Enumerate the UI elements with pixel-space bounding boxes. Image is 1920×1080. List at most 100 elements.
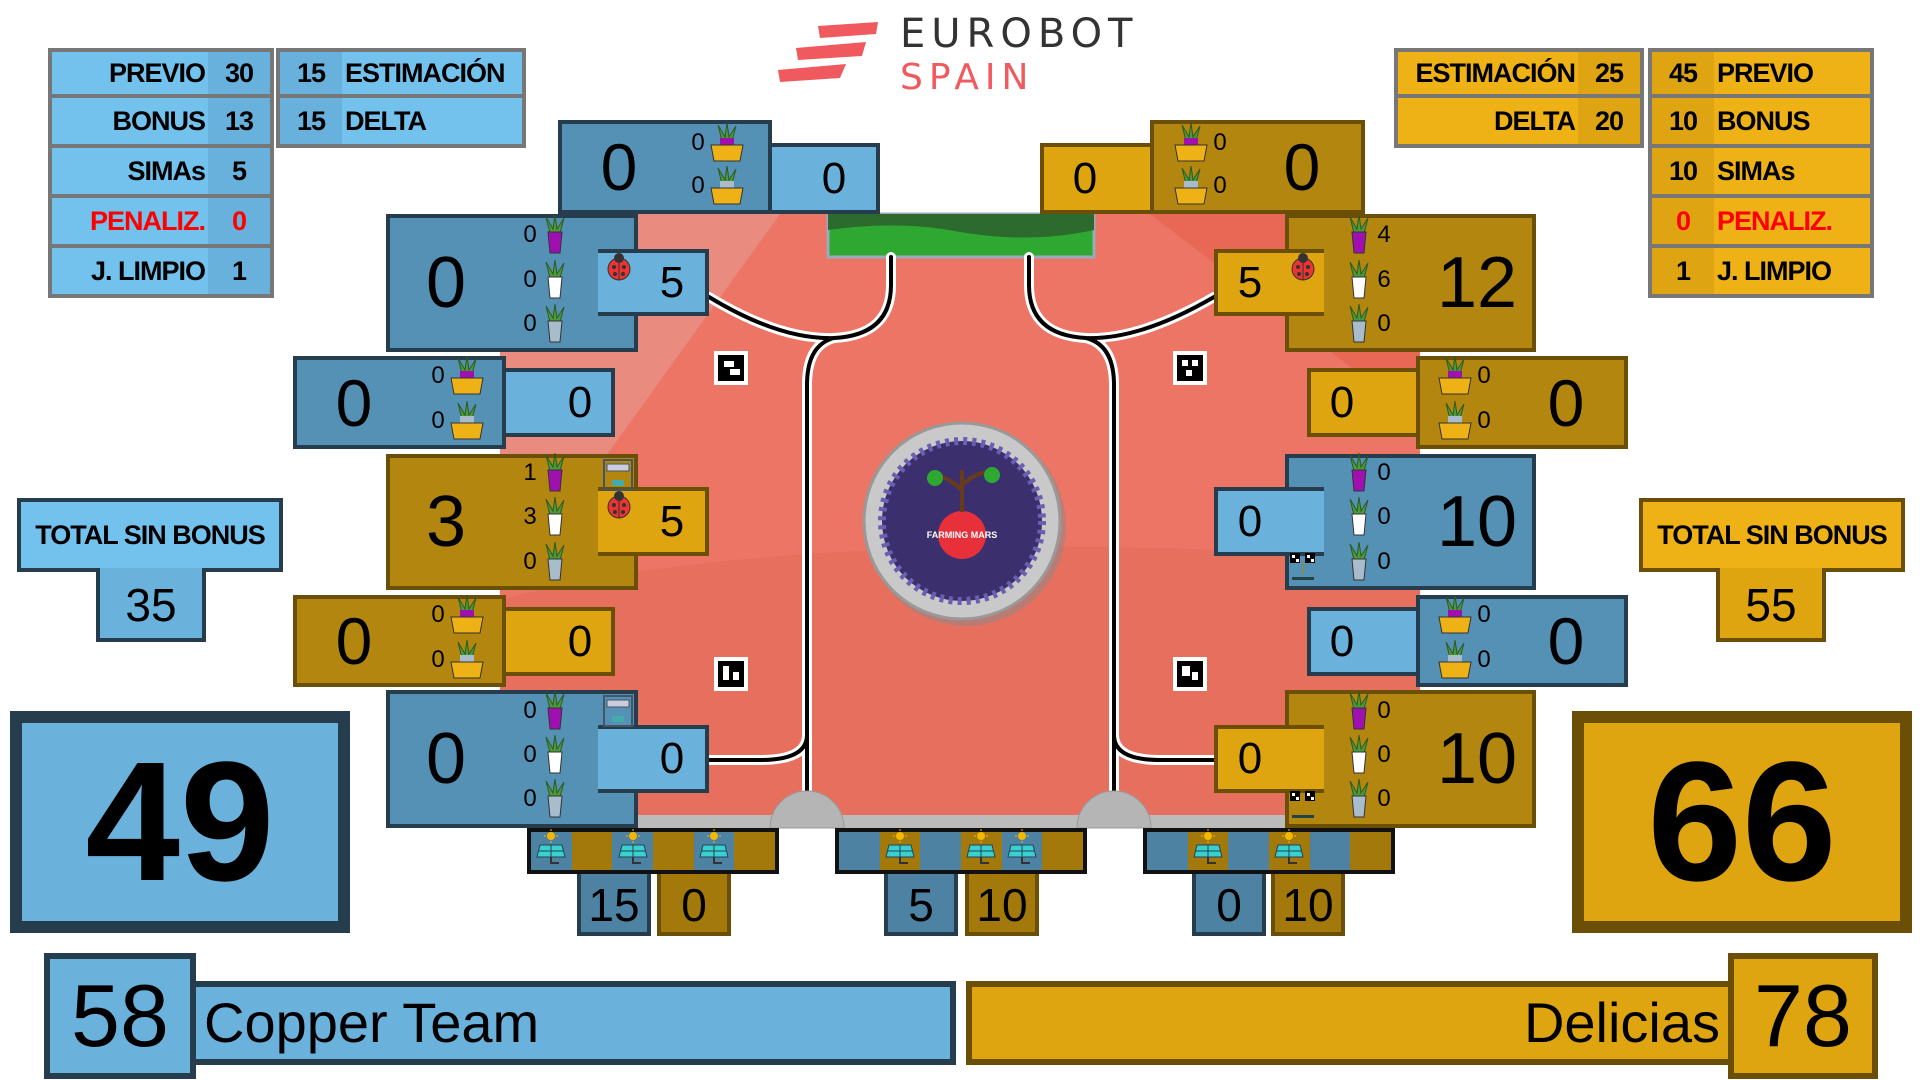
score-box	[1572, 711, 1912, 933]
pot-grey-icon	[1346, 541, 1372, 587]
zone-main-score: 0	[1283, 130, 1321, 204]
stat-label: SIMAs	[127, 155, 206, 186]
solar-score: 5	[908, 879, 934, 931]
solar-cell[interactable]	[734, 832, 776, 870]
solar-cell[interactable]	[1309, 832, 1351, 870]
item-count: 0	[523, 221, 537, 248]
planter-grey-icon	[1174, 165, 1208, 211]
stat-value: 15	[280, 52, 342, 94]
zone-main-score: 3	[425, 482, 467, 562]
solar-cell[interactable]	[693, 828, 735, 870]
stat-label: DELTA	[345, 105, 427, 136]
zone-main-score: 0	[1547, 365, 1585, 440]
solar-cell[interactable]	[1147, 832, 1188, 870]
total-sin-bonus-box	[96, 568, 206, 642]
zone-main-panel	[386, 214, 638, 352]
stat-value: 25	[1578, 52, 1640, 94]
pot-white-icon	[1346, 496, 1372, 542]
planter-mixed-icon	[710, 122, 744, 168]
solar-cell[interactable]	[1228, 832, 1270, 870]
finish-icon	[1286, 550, 1320, 589]
dome-left	[769, 790, 845, 829]
solar-score-box	[965, 874, 1039, 936]
zone-main-score: 10	[1436, 482, 1518, 562]
solar-cell[interactable]	[961, 828, 1002, 870]
stat-label: DELTA	[1494, 105, 1576, 136]
item-count: 0	[1377, 310, 1391, 337]
solar-score-box	[1192, 874, 1266, 936]
zone-main-panel	[1285, 454, 1536, 590]
stat-value: 45	[1652, 52, 1714, 94]
zone-side-panel	[506, 368, 615, 437]
solar-panel-icon	[884, 828, 916, 874]
solar-panel-group	[527, 828, 779, 874]
solar-panel-group	[1143, 828, 1395, 874]
solar-cell[interactable]	[653, 832, 694, 870]
item-count: 0	[1377, 459, 1391, 486]
team-name-bar	[966, 981, 1730, 1065]
total-sin-bonus-box	[1716, 568, 1826, 642]
stat-value: 0	[208, 198, 270, 244]
solar-cell[interactable]	[531, 828, 572, 870]
solar-cell[interactable]	[920, 832, 962, 870]
ladybug-icon	[1288, 252, 1318, 287]
solar-cell[interactable]	[612, 828, 654, 870]
item-count: 0	[523, 785, 537, 812]
item-count: 1	[523, 459, 537, 486]
aruco-marker	[714, 351, 748, 385]
planter-mixed-icon	[1438, 355, 1472, 401]
pot-grey-icon	[542, 303, 568, 349]
item-count: 0	[691, 129, 705, 156]
item-count: 0	[1377, 548, 1391, 575]
solar-score: 10	[1282, 879, 1334, 931]
zone-main-panel	[386, 690, 638, 828]
pot-white-icon	[542, 734, 568, 780]
logo-text-spain: SPAIN	[900, 57, 1035, 98]
stat-label: SIMAs	[1717, 155, 1796, 186]
zone-side-score: 0	[821, 153, 847, 203]
solar-cell[interactable]	[839, 832, 880, 870]
stat-label: PREVIO	[1717, 57, 1814, 88]
solar-score-box	[884, 874, 958, 936]
solar-cell[interactable]	[1187, 828, 1229, 870]
zone-main-score: 0	[600, 130, 638, 204]
item-count: 0	[1377, 785, 1391, 812]
zone-side-panel	[598, 725, 709, 793]
zone-side-panel	[1307, 368, 1416, 437]
item-count: 0	[1477, 646, 1491, 673]
team-name: Copper Team	[204, 991, 540, 1054]
match-score: 49	[85, 727, 275, 917]
planter-grey-icon	[1438, 639, 1472, 685]
solar-cell[interactable]	[1269, 828, 1310, 870]
pot-purple-icon	[542, 214, 568, 260]
item-count: 0	[523, 741, 537, 768]
planter-mixed-icon	[1174, 122, 1208, 168]
score-box	[10, 711, 350, 933]
item-count: 0	[691, 172, 705, 199]
stat-value: 1	[1652, 248, 1714, 294]
zone-main-score: 12	[1436, 243, 1518, 323]
team-name-bar	[196, 981, 956, 1065]
total-sin-bonus-label-box	[17, 498, 283, 572]
item-count: 0	[431, 407, 445, 434]
solar-panel-icon	[965, 828, 997, 874]
solar-cell[interactable]	[1350, 832, 1392, 870]
aruco-marker	[1173, 657, 1207, 691]
solar-score-box	[577, 874, 651, 936]
stat-label: BONUS	[112, 105, 206, 136]
solar-cell[interactable]	[571, 832, 613, 870]
solar-cell[interactable]	[1001, 828, 1043, 870]
solar-cell[interactable]	[1042, 832, 1084, 870]
zone-side-panel	[1214, 725, 1324, 793]
stat-value: 10	[1652, 148, 1714, 194]
disk-label: FARMING MARS	[927, 530, 998, 540]
solar-score-box	[657, 874, 731, 936]
zone-main-score: 0	[335, 604, 373, 678]
solar-cell[interactable]	[879, 828, 921, 870]
